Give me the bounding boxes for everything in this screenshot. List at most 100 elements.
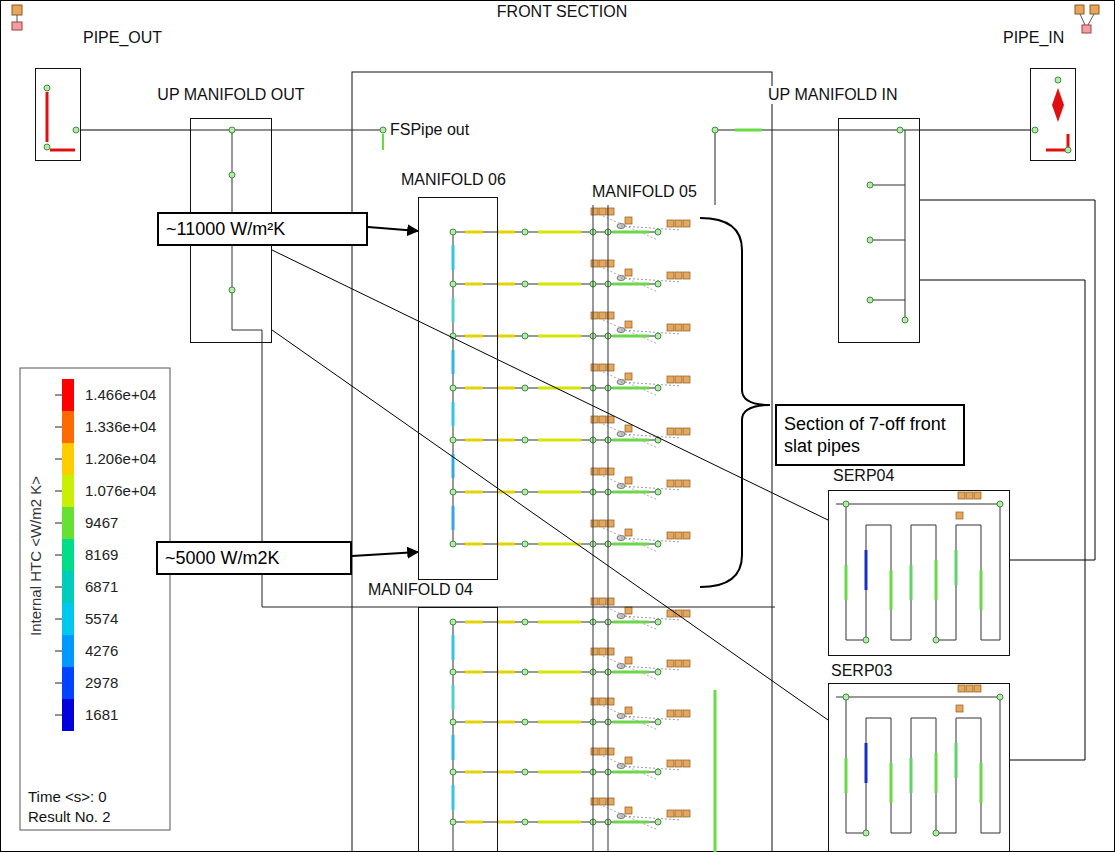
callout-text: Section of 7-off front slat pipes [784, 413, 956, 457]
manifold-06-pipes [452, 298, 455, 322]
component-box: MANIFOLD 06 [418, 197, 498, 580]
callout-box: Section of 7-off front slat pipes [775, 404, 965, 466]
main-pipe-lines [229, 287, 235, 293]
legend-frame [20, 368, 170, 830]
manifold-06-pipes [450, 208, 690, 240]
legend-value: 1.206e+04 [85, 450, 156, 468]
component-heading: MANIFOLD 04 [366, 581, 475, 599]
pipe-link [920, 200, 1095, 560]
pipe-network-drawing [836, 492, 1003, 643]
legend-swatch [62, 571, 74, 603]
manifold-06-pipes [450, 416, 690, 448]
legend-swatch [62, 635, 74, 667]
manifold-04-pipes [453, 622, 454, 852]
legend-swatch [62, 539, 74, 571]
legend-swatch [62, 507, 74, 539]
pipe-in-icon [1080, 14, 1085, 25]
manifold-04-pipes [452, 735, 455, 760]
manifold-04-pipes [452, 635, 455, 660]
legend-frame [55, 427, 62, 428]
legend-value: 6871 [85, 578, 118, 596]
main-pipe-lines [867, 297, 873, 303]
main-pipe-lines [712, 127, 718, 133]
pipe-in-icon [1046, 134, 1068, 150]
pipe-out-icon [46, 92, 49, 142]
main-pipe-lines [735, 129, 762, 132]
legend-title: Internal HTC <W/m2 K> [27, 386, 45, 726]
pipe-out-icon [44, 144, 50, 150]
legend-swatch [62, 379, 74, 411]
manifold-05-pipes [714, 690, 717, 852]
diagram-label: Time <s>: 0 [28, 788, 107, 806]
pipe-in-icon [1032, 127, 1038, 133]
legend-value: 4276 [85, 642, 118, 660]
callout-arrow [352, 552, 418, 556]
pipe-in-icon [1075, 5, 1084, 14]
manifold-06-pipes [450, 260, 690, 292]
manifold-06-pipes [450, 312, 690, 344]
main-pipe-lines [870, 185, 905, 186]
legend-frame [55, 491, 62, 492]
manifold-06-pipes [452, 506, 455, 530]
pipe-out-icon [12, 5, 79, 150]
manifold-04-pipes [450, 748, 690, 780]
component-heading: PIPE_IN [1001, 29, 1066, 47]
legend-value: 8169 [85, 546, 118, 564]
main-pipe-lines [229, 127, 235, 133]
legend-frame [55, 459, 62, 460]
main-pipe-lines [902, 317, 908, 323]
manifold-04-pipes [450, 648, 690, 680]
pipe-network-drawing [836, 685, 1003, 836]
legend-swatch [62, 475, 74, 507]
pipe-in-icon [1090, 5, 1099, 14]
main-pipe-lines [838, 130, 920, 131]
component-heading: UP MANIFOLD IN [766, 86, 900, 104]
manifold-06-pipes [450, 520, 690, 552]
manifold-06-pipes [452, 350, 455, 374]
legend-swatch [62, 699, 74, 731]
legend-swatch [62, 667, 74, 699]
group-bracket [700, 218, 770, 587]
main-pipe-lines [905, 130, 906, 320]
pipe-in-icon [1082, 25, 1091, 33]
main-pipe-lines [867, 237, 873, 243]
main-pipe-lines [867, 182, 873, 188]
component-box: SERP04 [828, 490, 1010, 656]
legend-frame [55, 715, 62, 716]
pipe-link [272, 330, 828, 720]
legend-value: 2978 [85, 674, 118, 692]
main-pipe-lines [190, 130, 380, 131]
main-pipe-lines [870, 300, 905, 301]
main-pipe-lines [870, 240, 905, 241]
manifold-04-pipes [452, 785, 455, 810]
legend-value: 1.336e+04 [85, 418, 156, 436]
main-pipe-lines [715, 130, 716, 205]
legend-swatch [62, 603, 74, 635]
legend-frame [55, 619, 62, 620]
diagram-label: Result No. 2 [28, 808, 111, 826]
legend-frame [55, 683, 62, 684]
manifold-04-pipes [450, 698, 690, 730]
main-pipe-lines [190, 127, 920, 607]
component-heading: SERP04 [831, 467, 896, 485]
diagram-label: MANIFOLD 05 [592, 183, 697, 201]
manifold-06-pipes [452, 402, 455, 426]
pipe-out-icon [73, 127, 79, 133]
component-heading: UP MANIFOLD OUT [155, 86, 306, 104]
main-pipe-lines [262, 607, 775, 608]
legend-frame [20, 368, 170, 830]
component-box: MANIFOLD 04 [418, 607, 498, 852]
legend-value: 1.076e+04 [85, 482, 156, 500]
pipe-in-icon [1088, 14, 1094, 25]
main-pipe-lines [897, 127, 903, 133]
manifold-06-pipes [450, 364, 690, 396]
component-heading: MANIFOLD 06 [399, 171, 508, 189]
pipe-out-icon [12, 5, 22, 15]
component-box: UP MANIFOLD IN [838, 118, 920, 343]
pipe-out-icon [12, 22, 22, 30]
legend-value: 1.466e+04 [85, 386, 156, 404]
main-pipe-lines [229, 172, 235, 178]
